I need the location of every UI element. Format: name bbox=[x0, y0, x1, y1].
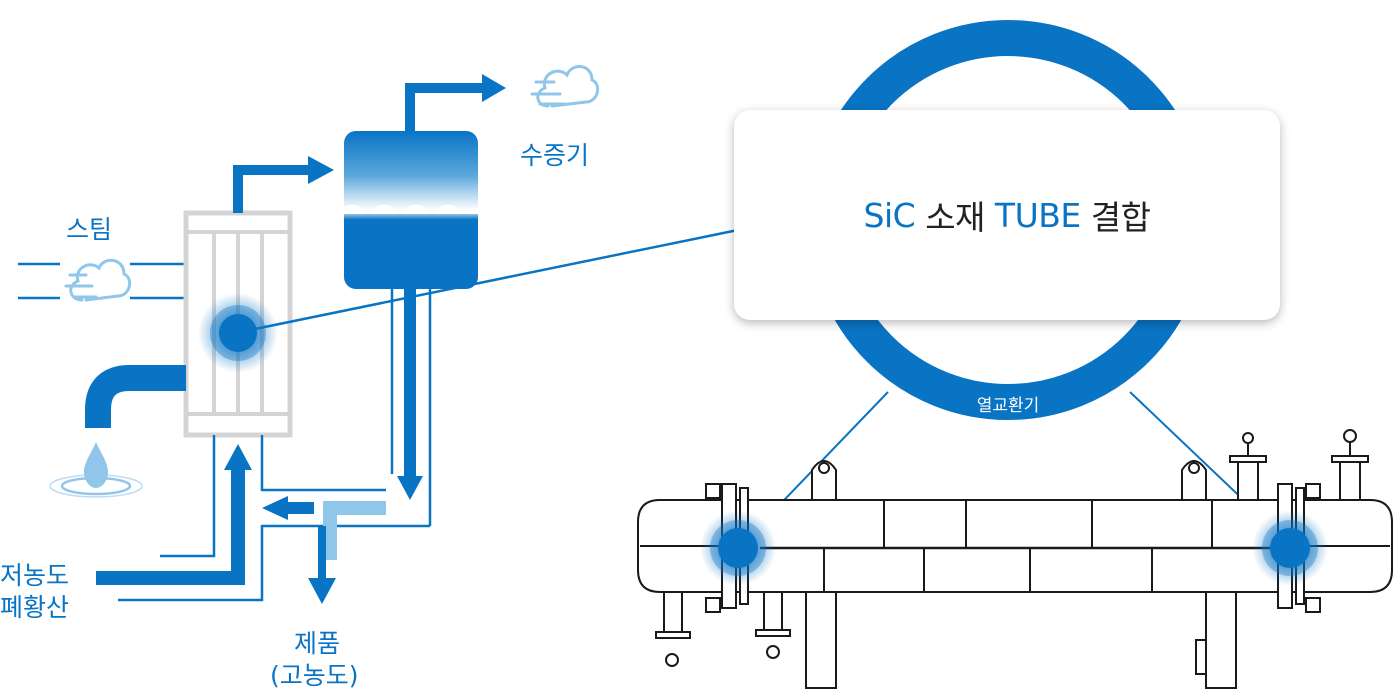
product-pipe-light bbox=[323, 501, 386, 560]
condensate-pipe bbox=[85, 365, 186, 428]
water-drop-icon bbox=[49, 442, 143, 498]
left-tube-dot bbox=[718, 528, 758, 568]
vapor-cloud-icon bbox=[530, 65, 600, 108]
steam-label: 스팀 bbox=[66, 215, 113, 244]
callout-sic: SiC bbox=[863, 195, 916, 235]
hx-to-tank-pipe bbox=[233, 165, 310, 213]
steam-cloud-icon bbox=[64, 258, 132, 302]
callout-bond: 결합 bbox=[1090, 198, 1151, 237]
vapor-label: 수증기 bbox=[520, 141, 590, 170]
vapor-outlet-pipe bbox=[405, 83, 484, 131]
product-label-line1: 제품 bbox=[294, 629, 341, 658]
tank-bottom-arrow bbox=[397, 476, 423, 500]
evaporator-tank bbox=[344, 131, 478, 289]
ring-label: 열교환기 bbox=[976, 396, 1040, 416]
callout-tube: TUBE bbox=[994, 195, 1081, 235]
callout-material: 소재 bbox=[925, 198, 985, 237]
callout-box: SiC 소재 TUBE 결합 bbox=[734, 110, 1280, 320]
low-conc-label-line1: 저농도 bbox=[0, 561, 70, 590]
return-arrow bbox=[262, 496, 288, 520]
vapor-outlet-arrow bbox=[482, 74, 506, 102]
tank-bottom-pipes bbox=[390, 289, 432, 526]
hx-highlight-dot bbox=[219, 314, 257, 352]
recirculation-lines bbox=[118, 435, 430, 602]
low-conc-label-line2: 폐황산 bbox=[0, 593, 70, 622]
product-label-line2: (고농도) bbox=[270, 661, 359, 690]
feed-arrow bbox=[224, 444, 252, 470]
hx-to-tank-arrow bbox=[308, 156, 334, 184]
steam-inlet-lines bbox=[18, 262, 185, 300]
connector-line-main bbox=[249, 228, 739, 332]
product-arrow bbox=[308, 578, 336, 604]
heat-exchanger-drawing bbox=[637, 429, 1393, 689]
feed-pipe bbox=[96, 466, 245, 585]
right-tube-dot bbox=[1270, 528, 1310, 568]
